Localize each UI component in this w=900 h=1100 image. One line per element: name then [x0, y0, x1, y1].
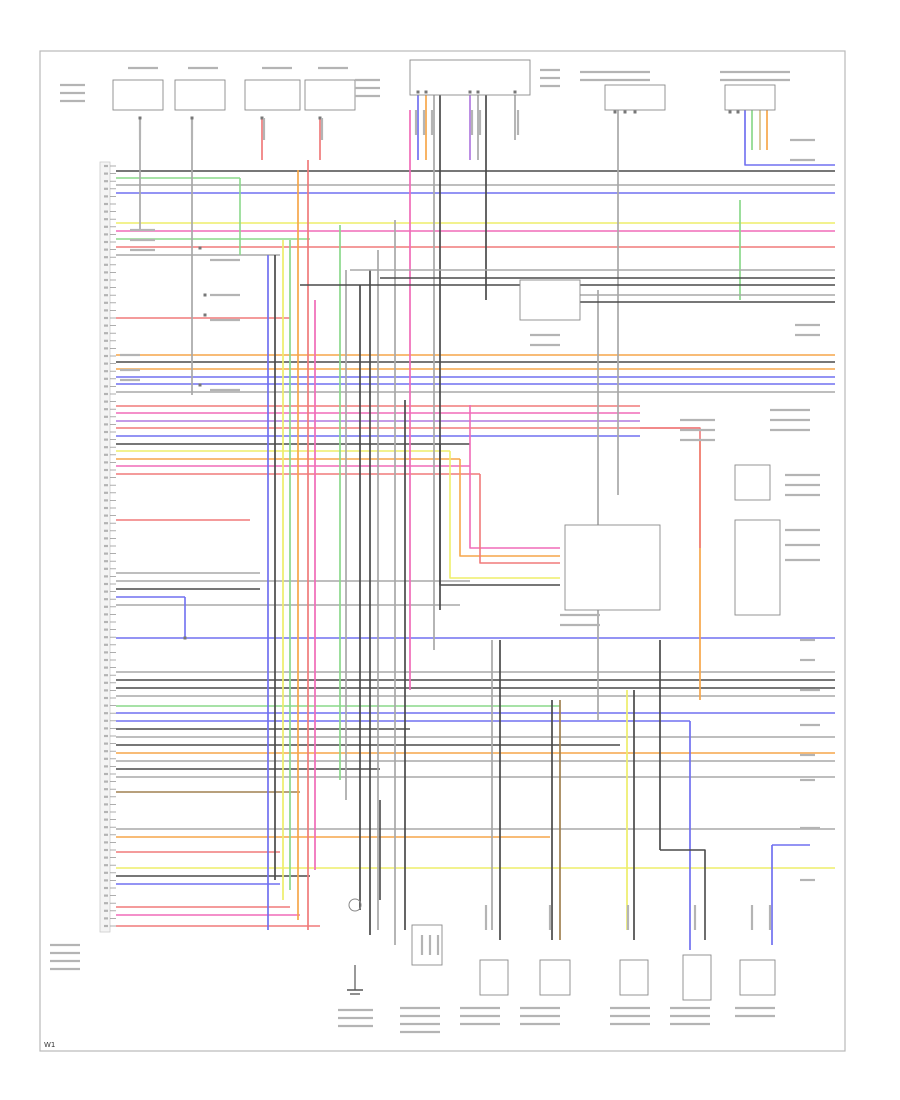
- fuse-box-1: [112, 79, 164, 111]
- connector-pin: [138, 116, 142, 120]
- connector-c1: [604, 84, 666, 111]
- fuse-box-2: [174, 79, 226, 111]
- relay-block: [519, 279, 581, 321]
- component-layer: [110, 59, 781, 1001]
- wire-pink: [469, 405, 560, 549]
- connector-pin: [476, 90, 480, 94]
- label-layer: [50, 66, 820, 1034]
- connector-pin: [260, 116, 264, 120]
- connector-pin: [198, 383, 202, 387]
- sensor-connector-2: [479, 959, 509, 996]
- wire-black: [439, 444, 560, 586]
- connector-pin: [416, 90, 420, 94]
- connector-c2: [724, 84, 776, 111]
- engine-control-relay: [564, 524, 661, 611]
- connector-pin: [736, 110, 740, 114]
- wire-red: [640, 427, 701, 548]
- camshaft-sensor: [734, 464, 771, 501]
- connector-pin: [633, 110, 637, 114]
- wire-yellow: [449, 451, 560, 579]
- wire-red: [479, 474, 560, 564]
- wire-black: [660, 849, 706, 940]
- connector-pin: [613, 110, 617, 114]
- diagram-border: [39, 50, 846, 1052]
- wire-layer: [116, 90, 835, 950]
- crankshaft-sensor: [734, 519, 781, 616]
- wire-blue: [744, 150, 835, 166]
- sensor-connector-4: [619, 959, 649, 996]
- connector-pin: [728, 110, 732, 114]
- connector-pin: [318, 116, 322, 120]
- connector-pin: [183, 636, 187, 640]
- fuse-box-4: [304, 79, 356, 111]
- connector-pin: [198, 246, 202, 250]
- connector-pin: [513, 90, 517, 94]
- connector-pin: [203, 313, 207, 317]
- connector-pin: [190, 116, 194, 120]
- diagram-footer: W1: [44, 1041, 55, 1049]
- connector-pin: [468, 90, 472, 94]
- sensor-connector-6: [739, 959, 776, 996]
- sensor-connector-3: [539, 959, 571, 996]
- fuse-box-3: [244, 79, 301, 111]
- sensor-connector-5: [682, 954, 712, 1001]
- ignition-switch-box: [409, 59, 531, 96]
- wire-orange: [459, 459, 560, 557]
- knock-sensor-symbol: [348, 898, 362, 912]
- connector-pin: [623, 110, 627, 114]
- connector-pin: [424, 90, 428, 94]
- connector-pin: [203, 293, 207, 297]
